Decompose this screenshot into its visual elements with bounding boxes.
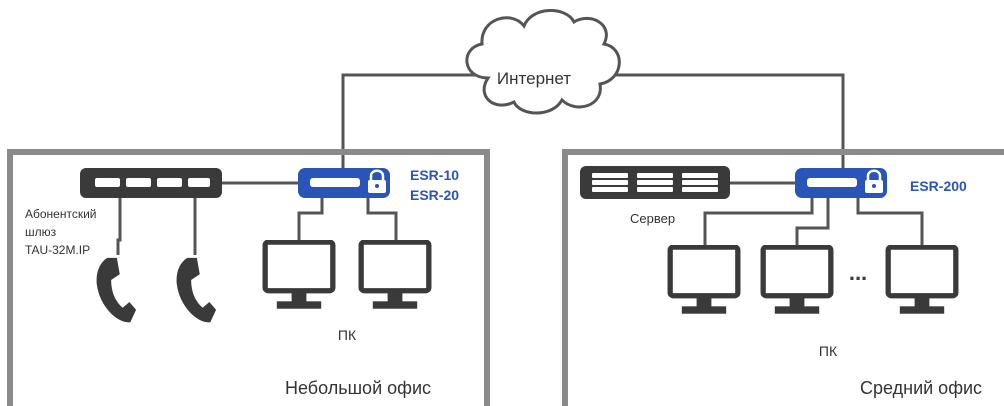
link-gateway-phone-1: [116, 195, 122, 255]
gateway-label-line-3: TAU-32M.IP: [25, 243, 90, 257]
monitor-icon: [888, 247, 956, 314]
link-router-pc-m1: [703, 195, 814, 245]
gateway-label-line-1: Абонентский: [25, 207, 97, 221]
link-router-pc-1: [297, 195, 324, 240]
gateway-label-line-2: шлюз: [25, 225, 57, 239]
link-cloud-small-router: [341, 73, 490, 173]
pc-label: ПК: [338, 327, 357, 343]
cloud-icon: Интернет: [465, 9, 621, 115]
small-office: Абонентский шлюз TAU-32M.IP ESR-10 ESR-2…: [25, 167, 459, 398]
pc-label: ПК: [819, 343, 838, 359]
monitor-icon: [670, 247, 738, 314]
connection-lines: [116, 73, 924, 255]
phone-icon: [96, 257, 137, 323]
router-model-esr200: ESR-200: [910, 178, 967, 194]
link-router-pc-m3: [856, 195, 924, 245]
link-router-pc-2: [366, 195, 398, 240]
monitor-icon: [265, 242, 333, 309]
router-model-esr10: ESR-10: [410, 167, 459, 183]
router-icon: [795, 168, 887, 198]
router-model-esr20: ESR-20: [410, 187, 459, 203]
server-icon: [580, 166, 730, 199]
small-office-title: Небольшой офис: [285, 378, 431, 398]
medium-office-frame: [562, 149, 1004, 406]
small-office-frame: [7, 149, 490, 406]
server-label: Сервер: [630, 211, 675, 226]
ellipsis: ...: [849, 260, 867, 285]
monitor-icon: [763, 247, 831, 314]
cloud-label: Интернет: [497, 69, 571, 88]
router-icon: [298, 168, 390, 198]
lock-icon: [368, 169, 386, 193]
gateway-icon: [80, 168, 222, 198]
link-router-pc-m2: [795, 195, 830, 245]
link-cloud-medium-router: [600, 73, 845, 173]
lock-icon: [865, 169, 883, 193]
phone-icon: [176, 257, 217, 323]
medium-office-title: Средний офис: [860, 378, 982, 398]
medium-office: Сервер ESR-200 ... ПК Средний офис: [580, 166, 982, 398]
monitor-icon: [361, 242, 429, 309]
gateway-label: Абонентский шлюз TAU-32M.IP: [25, 207, 100, 257]
